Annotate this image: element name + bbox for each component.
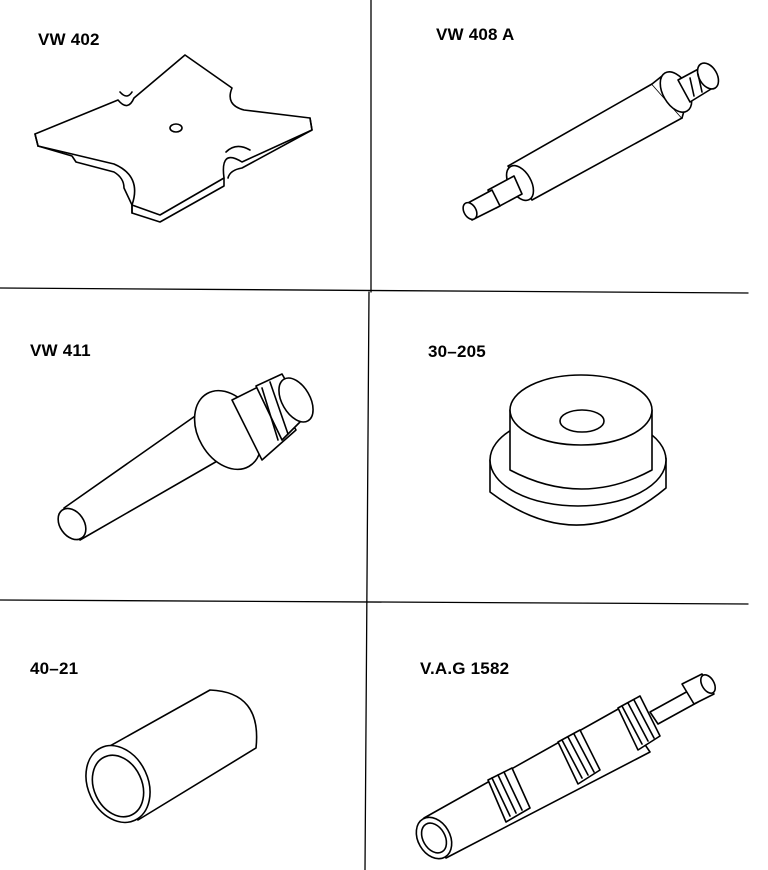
plate-top-face	[34, 54, 313, 216]
stepped-drift-drawing	[57, 373, 314, 541]
disc-bore	[559, 409, 605, 433]
plate-left-edge	[34, 133, 39, 147]
tool-label-40-21: 40–21	[30, 659, 79, 678]
drift-body	[507, 83, 683, 201]
tool-label-vw-411: VW 411	[30, 341, 91, 360]
grid-hline-1	[0, 287, 749, 294]
cross-plate-drawing	[34, 54, 313, 223]
stepped-drift-shaft-end	[57, 507, 87, 541]
puller-drawing	[415, 673, 717, 860]
puller-nut-face	[699, 674, 717, 694]
tool-label-vw-402: VW 402	[38, 30, 100, 49]
plate-right-edge	[227, 117, 313, 179]
puller-end-inner	[420, 822, 448, 854]
stepped-drift-head	[278, 377, 314, 423]
plate-center-hole	[169, 123, 183, 133]
long-drift-drawing	[462, 62, 720, 221]
grid-lines	[0, 0, 749, 870]
stepped-drift-grooves	[261, 381, 289, 441]
tool-label-30-205: 30–205	[428, 342, 486, 361]
stepped-disc-drawing	[489, 374, 667, 526]
drift-tip-end	[462, 201, 478, 221]
plate-notch-top	[119, 91, 133, 97]
tool-label-vag-1582: V.A.G 1582	[420, 659, 510, 678]
sleeve-rim-inner	[91, 754, 145, 818]
plate-notch-shadow	[225, 145, 251, 153]
grid-hline-2	[0, 599, 749, 605]
tool-label-vw-408a: VW 408 A	[436, 25, 515, 44]
sleeve-drawing	[85, 689, 258, 824]
puller-end-outer	[415, 816, 453, 860]
stepped-drift-neck	[231, 381, 297, 461]
puller-knurling	[491, 699, 655, 817]
grid-vline-bottom	[364, 291, 370, 870]
puller-body	[423, 707, 651, 859]
sleeve-rim-outer	[85, 744, 151, 824]
drift-head-grooves	[689, 73, 703, 97]
